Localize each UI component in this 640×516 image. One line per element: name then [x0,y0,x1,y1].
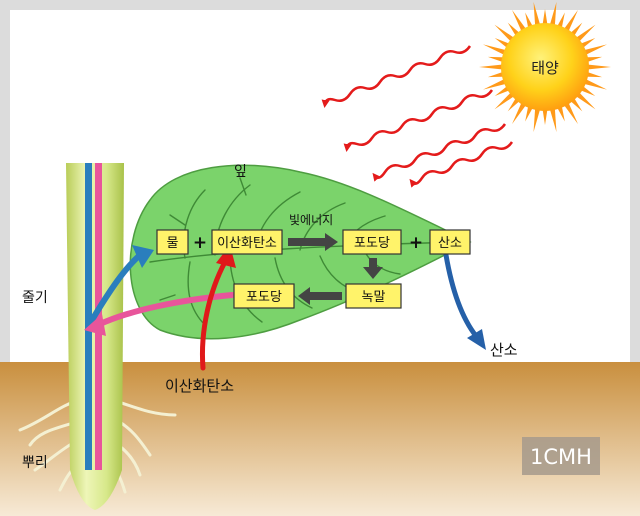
sun-ray [549,2,557,29]
box-glucose [342,229,402,255]
water-uptake-arrow [89,245,154,323]
sun-ray [542,106,548,125]
xylem-water-tube [85,163,92,470]
sun-ray [573,90,596,110]
reaction-arrow [288,233,338,251]
sun-ray [512,100,528,125]
sun-ray [482,78,509,90]
box-water [156,229,189,255]
stem [66,163,124,510]
box-glucose-2-label: 포도당 [246,290,282,305]
sun-ray [533,2,541,29]
sun-ray [573,24,596,44]
co2-input-label: 이산화탄소 [165,377,234,395]
sun-ray [562,9,578,34]
light-ray-2 [343,89,494,152]
sun-ray [549,105,557,132]
stem-label: 줄기 [22,290,48,306]
process-arrows [288,233,383,305]
sun: 태양 [479,2,611,132]
oxygen-output-label: 산소 [490,341,518,359]
box-starch [345,283,402,309]
box-oxygen [429,229,471,255]
watermark-box [522,437,600,475]
light-rays [321,45,514,188]
phloem-sugar-tube [95,163,102,470]
oxygen-release-arrow [443,252,486,350]
light-energy-label: 빛에너지 [289,213,333,227]
leaf-veins [149,177,466,326]
light-ray-3 [372,123,507,182]
watermark: 1CMH [522,437,600,475]
light-ray-4 [409,141,514,188]
leaf-label: 잎 [234,164,247,180]
plus-sign-1: + [193,233,207,253]
sun-ray [542,9,548,28]
glucose-to-starch-arrow [363,258,383,279]
sun-ray [482,44,509,56]
box-glucose-2 [233,283,295,309]
box-oxygen-label: 산소 [438,236,462,251]
box-co2-label: 이산화탄소 [217,236,277,251]
sun-ray [533,105,541,132]
sun-ray [479,64,506,70]
root-label: 뿌리 [22,455,48,471]
sun-ray [494,90,517,110]
box-co2 [211,229,283,255]
sun-ray [584,64,611,70]
sun-ray [581,78,608,90]
box-glucose-label: 포도당 [354,236,390,251]
sun-ray [581,44,608,56]
sun-ray [562,100,578,125]
light-ray-1 [321,45,472,108]
boxes [156,229,471,309]
box-starch-label: 녹말 [362,290,386,305]
glucose-transport-arrow [84,292,235,336]
plus-sign-2: + [409,233,423,253]
starch-to-glucose-arrow [298,287,342,305]
watermark-text: 1CMH [530,445,592,469]
sun-ray [494,24,517,44]
sun-label: 태양 [531,59,559,77]
box-water-label: 물 [167,236,179,251]
sun-ray [512,9,528,34]
sun-disc [501,23,589,111]
